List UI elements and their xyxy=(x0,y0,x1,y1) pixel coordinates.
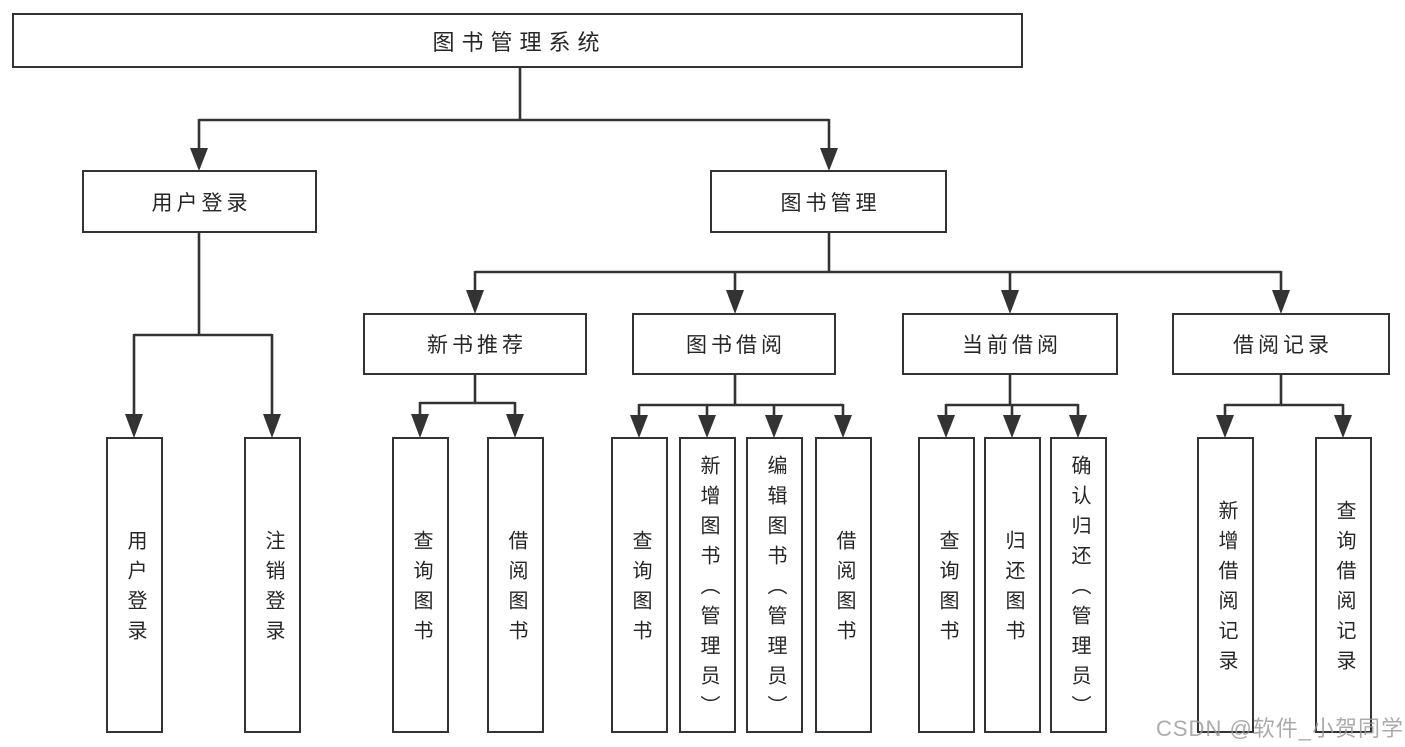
node-leaf-query-books-3: 查询图书 xyxy=(918,437,975,733)
node-user-login: 用户登录 xyxy=(82,170,317,233)
node-label: 用户登录 xyxy=(124,530,146,650)
node-leaf-user-login: 用户登录 xyxy=(106,437,163,733)
node-label: 用户登录 xyxy=(151,191,252,215)
node-label: 借阅图书 xyxy=(505,530,527,650)
node-label: 图书管理系统 xyxy=(432,29,607,55)
node-leaf-add-borrow-record: 新增借阅记录 xyxy=(1197,437,1254,733)
node-library-management-system: 图书管理系统 xyxy=(12,13,1023,68)
node-leaf-return-books: 归还图书 xyxy=(984,437,1041,733)
node-leaf-borrow-books-2: 借阅图书 xyxy=(815,437,872,733)
node-label: 新书推荐 xyxy=(427,334,527,357)
node-leaf-borrow-books-1: 借阅图书 xyxy=(487,437,544,733)
node-new-book-recommend: 新书推荐 xyxy=(363,313,587,375)
node-leaf-query-borrow-record: 查询借阅记录 xyxy=(1315,437,1372,733)
node-label: 查询图书 xyxy=(410,530,432,650)
node-book-management: 图书管理 xyxy=(710,170,947,233)
node-borrow-records: 借阅记录 xyxy=(1172,313,1390,375)
node-label: 编辑图书（管理员） xyxy=(764,455,786,725)
node-label: 新增图书（管理员） xyxy=(697,455,719,725)
node-label: 查询图书 xyxy=(936,530,958,650)
node-book-borrow: 图书借阅 xyxy=(632,313,836,375)
node-label: 当前借阅 xyxy=(962,334,1062,357)
node-leaf-logout: 注销登录 xyxy=(244,437,301,733)
node-leaf-query-books-2: 查询图书 xyxy=(611,437,668,733)
node-label: 查询图书 xyxy=(629,530,651,650)
node-leaf-confirm-return-admin: 确认归还（管理员） xyxy=(1050,437,1107,733)
node-leaf-edit-books-admin: 编辑图书（管理员） xyxy=(746,437,803,733)
node-label: 借阅图书 xyxy=(833,530,855,650)
node-current-borrow: 当前借阅 xyxy=(902,313,1118,375)
node-label: 归还图书 xyxy=(1002,530,1024,650)
node-label: 新增借阅记录 xyxy=(1215,500,1237,680)
node-label: 注销登录 xyxy=(262,530,284,650)
node-leaf-add-books-admin: 新增图书（管理员） xyxy=(679,437,736,733)
node-label: 确认归还（管理员） xyxy=(1068,455,1090,725)
node-leaf-query-books-1: 查询图书 xyxy=(392,437,449,733)
node-label: 借阅记录 xyxy=(1233,334,1333,357)
node-label: 图书管理 xyxy=(780,191,881,215)
node-label: 图书借阅 xyxy=(686,334,786,357)
node-label: 查询借阅记录 xyxy=(1333,500,1355,680)
